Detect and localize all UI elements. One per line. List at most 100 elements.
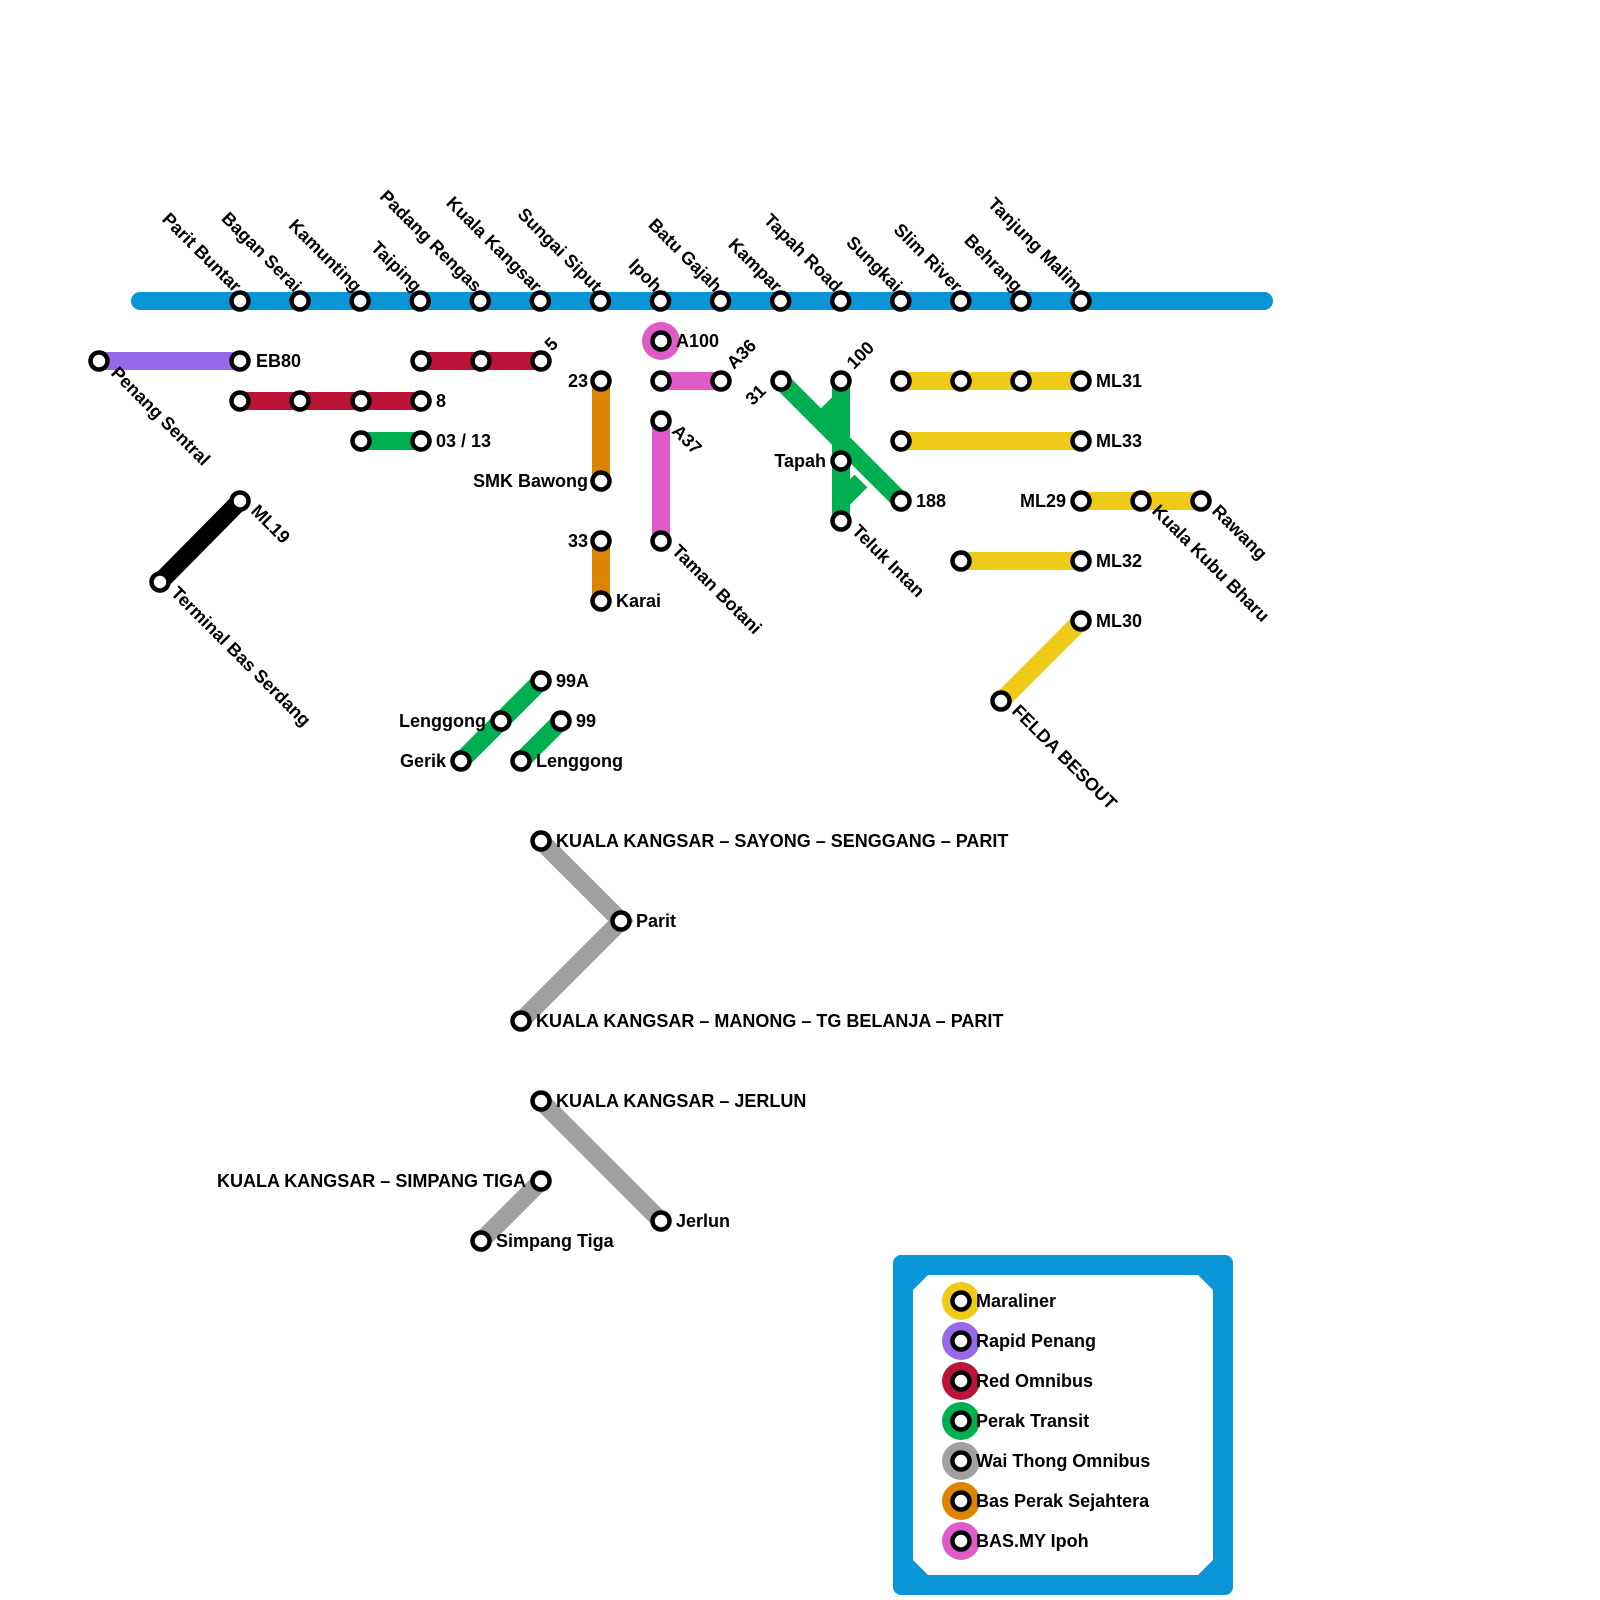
labels: Penang Sentral EB80 5 8 03 / 13 ML19 Ter… [107,331,1273,1251]
station-terminal-bas-serdang[interactable] [149,571,171,593]
label-ml30: ML30 [1096,611,1142,631]
station-ml31-b[interactable] [950,370,972,392]
station-ml33[interactable] [1070,430,1092,452]
main-station[interactable] [229,290,251,312]
station-a100[interactable] [650,330,672,352]
main-station[interactable] [890,290,912,312]
label-wt-sayong: KUALA KANGSAR – SAYONG – SENGGANG – PARI… [556,831,1008,851]
station-ml31[interactable] [1070,370,1092,392]
main-station[interactable] [950,290,972,312]
station-ml32[interactable] [1070,550,1092,572]
legend-label: Bas Perak Sejahtera [976,1491,1150,1511]
label-rawang: Rawang [1208,501,1271,564]
main-station[interactable] [529,290,552,312]
label-terminal-bas-serdang: Terminal Bas Serdang [167,583,315,731]
label-karai: Karai [616,591,661,611]
main-station[interactable] [469,290,492,312]
station-a36[interactable] [710,370,732,392]
label-red-8: 8 [436,391,446,411]
station-wt-simpang[interactable] [530,1170,552,1192]
station-felda-besout[interactable] [990,690,1012,712]
legend-station-icon [950,1530,972,1552]
main-station[interactable] [829,290,852,312]
station-pt99[interactable] [550,710,572,732]
station-simpang-tiga[interactable] [470,1230,492,1252]
station-red8-end[interactable] [410,390,432,412]
station-ml19[interactable] [229,490,251,512]
station-pt0313-a[interactable] [350,430,372,452]
station-tapah[interactable] [830,450,852,472]
station-jerlun[interactable] [650,1210,672,1232]
route-line-wt-jerlun [534,1094,668,1228]
station-red5-b[interactable] [470,350,492,372]
station-ml32-a[interactable] [950,550,972,572]
label-ml19: ML19 [247,501,294,548]
main-station[interactable] [709,290,732,312]
station-parit[interactable] [610,910,632,932]
main-station-label: Taiping [367,237,425,295]
main-station[interactable] [289,290,311,312]
station-lenggong-99[interactable] [510,750,532,772]
route-line-wt-parit [514,834,634,1028]
station-ml33-a[interactable] [890,430,912,452]
main-station-label: Padang Rengas [376,186,486,296]
main-station[interactable] [349,290,371,312]
station-ml30[interactable] [1070,610,1092,632]
main-station[interactable] [649,290,672,312]
station-a37[interactable] [650,410,672,432]
station-red8-a[interactable] [229,390,251,412]
station-gerik[interactable] [450,750,472,772]
station-wt-manong[interactable] [510,1010,532,1032]
label-wt-jerlun: KUALA KANGSAR – JERLUN [556,1091,806,1111]
label-kuala-kubu-bharu: Kuala Kubu Bharu [1148,501,1273,626]
main-station[interactable] [1070,290,1092,312]
label-a100: A100 [676,331,719,351]
main-station[interactable] [409,290,431,312]
station-teluk-intan[interactable] [830,510,852,532]
legend-station-icon [950,1290,972,1312]
station-penang-sentral[interactable] [88,350,110,372]
label-eb80: EB80 [256,351,301,371]
station-karai[interactable] [590,590,612,612]
legend-label: Rapid Penang [976,1331,1096,1351]
label-simpang-tiga: Simpang Tiga [496,1231,615,1251]
station-bas23[interactable] [590,370,612,392]
station-red8-b[interactable] [289,390,311,412]
label-pt-31: 31 [742,381,770,409]
station-taman-botani[interactable] [650,530,672,552]
main-station[interactable] [589,290,612,312]
station-pt99a[interactable] [530,670,552,692]
label-smk-bawong: SMK Bawong [473,471,588,491]
station-pt188[interactable] [890,490,912,512]
main-station[interactable] [1010,290,1032,312]
station-bas33[interactable] [590,530,612,552]
label-ml29: ML29 [1020,491,1066,511]
station-ml31-c[interactable] [1010,370,1032,392]
route-line-pt-188-branch [834,474,868,508]
station-wt-jerlun[interactable] [530,1090,552,1112]
legend-station-icon [950,1450,972,1472]
station-ml29[interactable] [1070,490,1092,512]
station-eb80[interactable] [229,350,251,372]
station-pt100[interactable] [830,370,852,392]
station-pt0313-end[interactable] [410,430,432,452]
station-red8-c[interactable] [350,390,372,412]
station-red5-a[interactable] [410,350,432,372]
main-station[interactable] [769,290,792,312]
label-pt-99: 99 [576,711,596,731]
station-red5-end[interactable] [530,350,552,372]
station-ml31-a[interactable] [890,370,912,392]
label-pt-03-13: 03 / 13 [436,431,491,451]
station-rawang[interactable] [1190,490,1212,512]
station-lenggong-99a[interactable] [490,710,512,732]
station-smk-bawong[interactable] [590,470,612,492]
label-ml31: ML31 [1096,371,1142,391]
legend-label: Wai Thong Omnibus [976,1451,1150,1471]
route-line-ml30 [994,614,1088,708]
station-a36-start[interactable] [650,370,672,392]
station-wt-sayong[interactable] [530,830,552,852]
station-kuala-kubu-bharu[interactable] [1130,490,1152,512]
station-pt31[interactable] [770,370,792,392]
